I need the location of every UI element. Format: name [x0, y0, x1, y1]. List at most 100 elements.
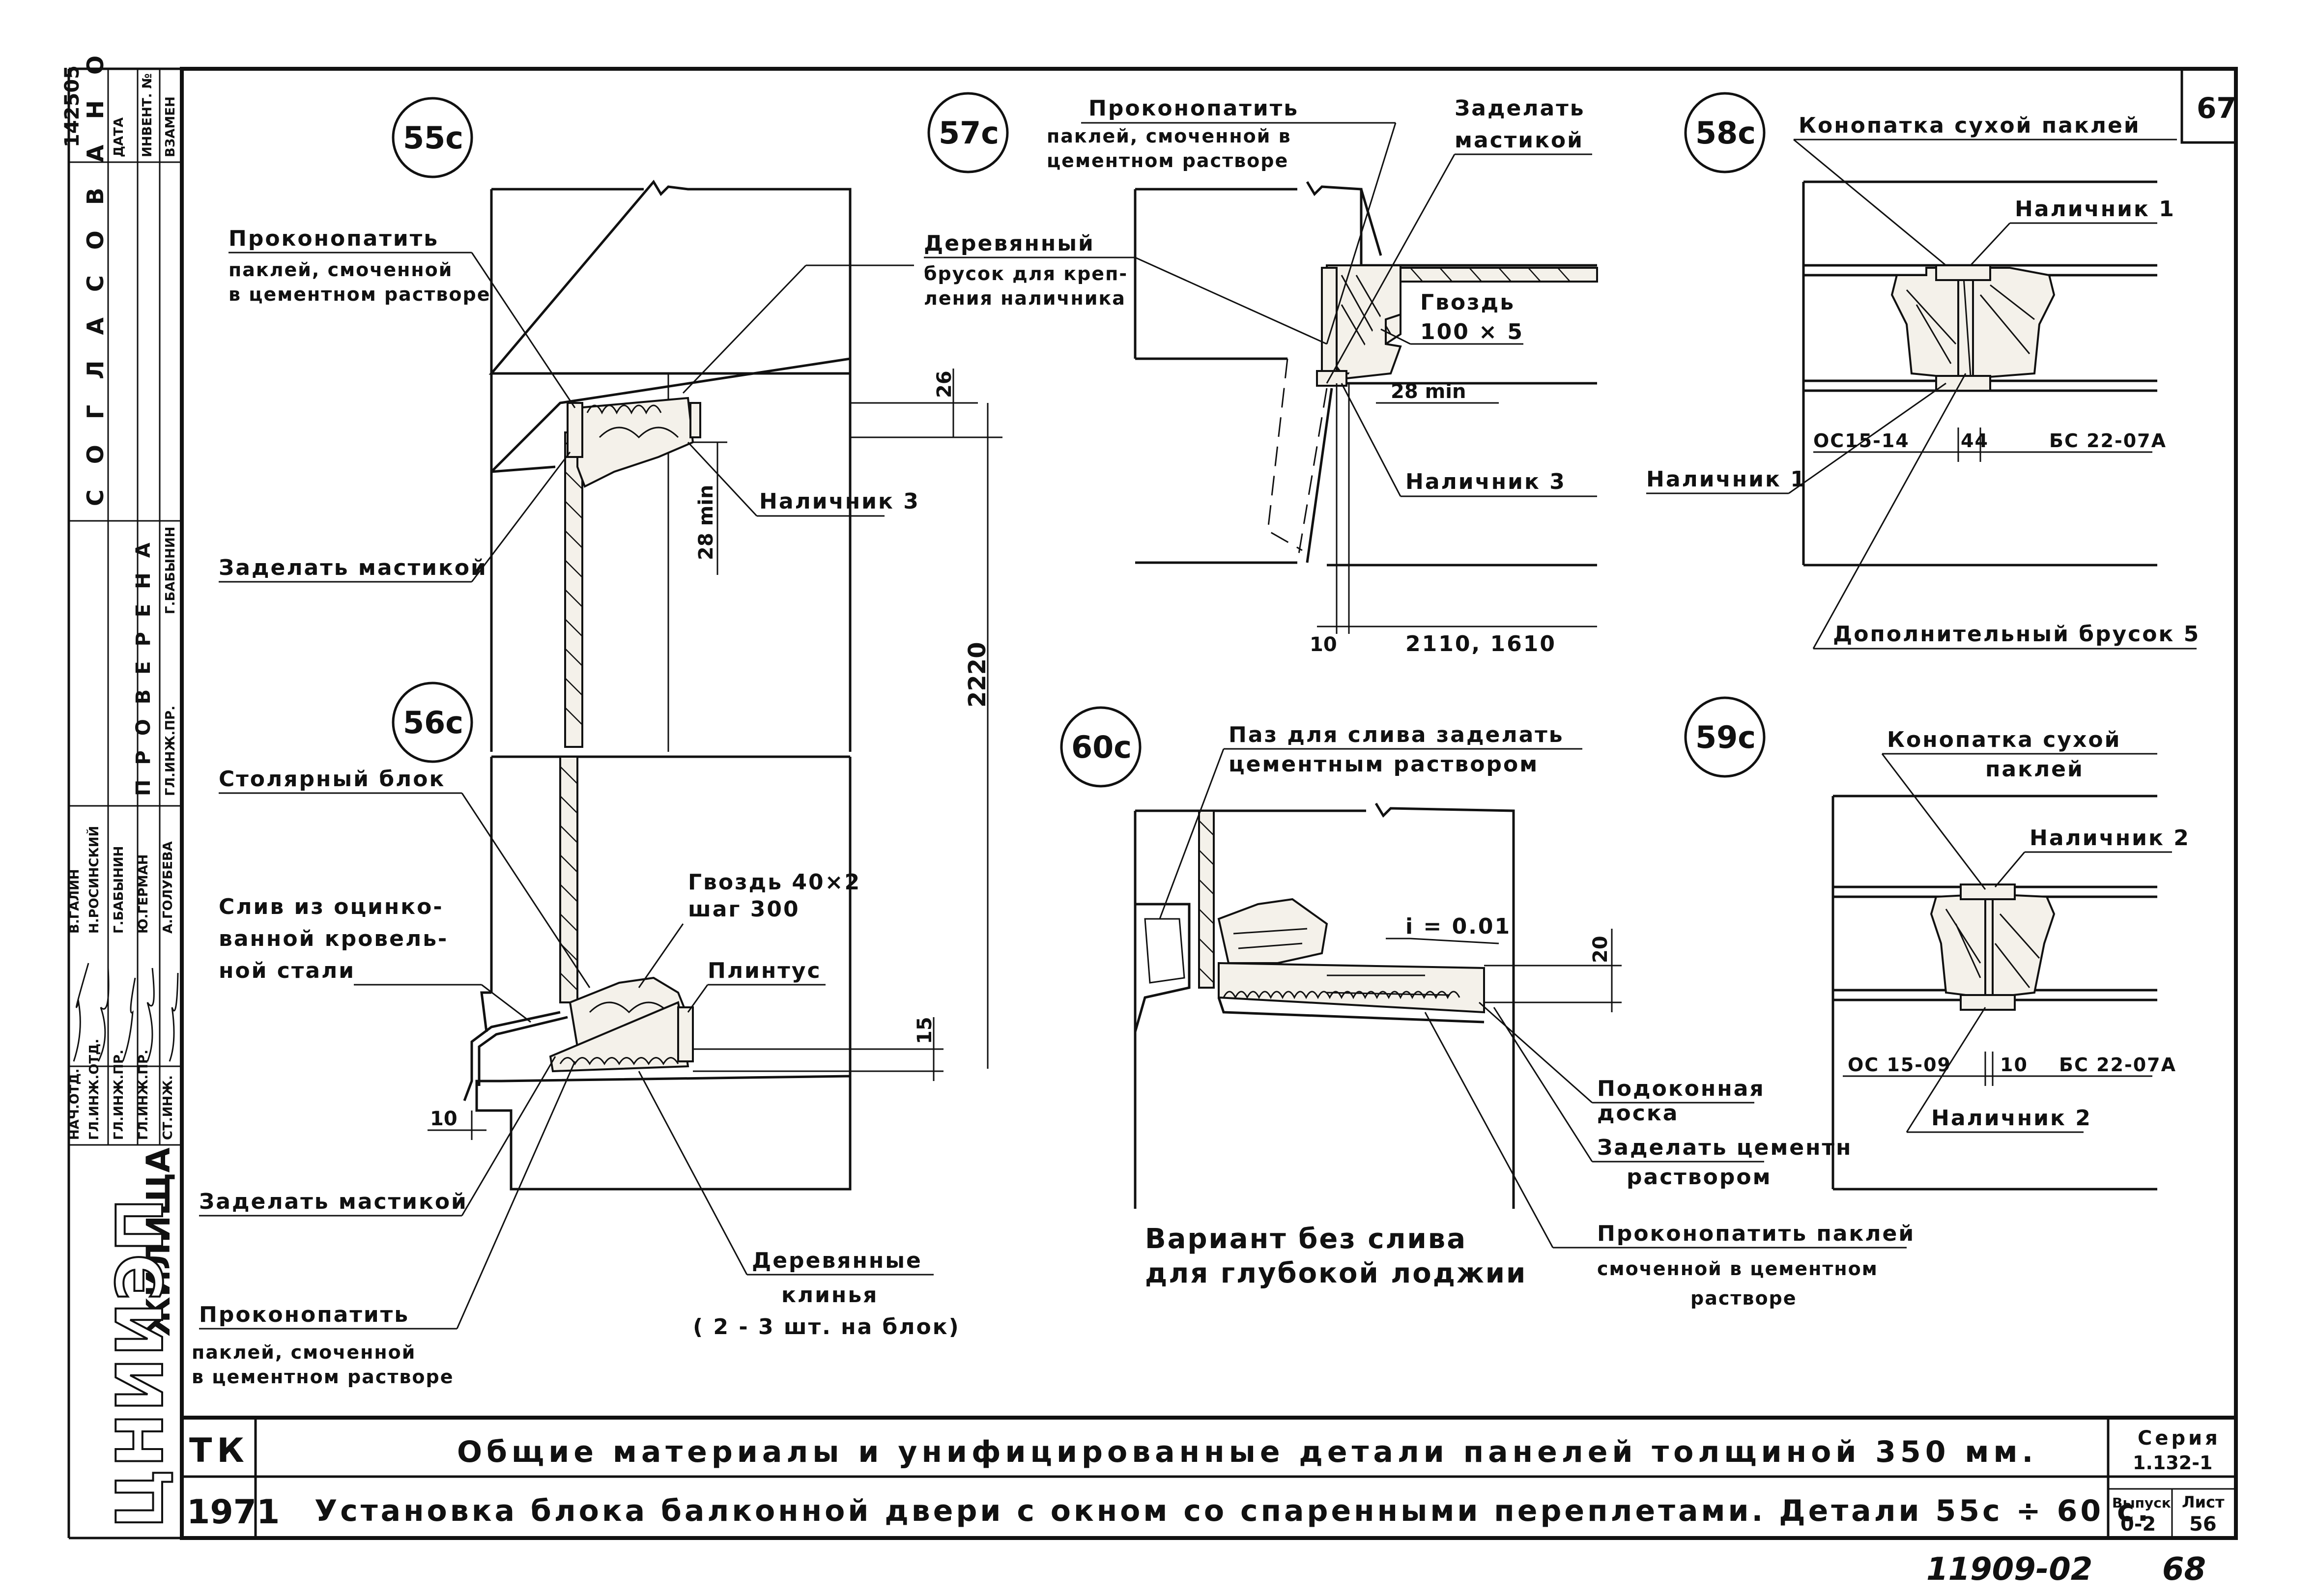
d58-right-code: БС 22-07А [2049, 430, 2167, 452]
title-line2: Установка блока балконной двери с окном … [315, 1494, 2151, 1528]
margin-top-number: 142505 [61, 65, 84, 147]
d56-dim-right: 15 [914, 1017, 936, 1044]
detail-55c-tag-circle [392, 97, 473, 178]
d57-caulk-3: цементном растворе [1047, 150, 1288, 171]
d56-wedges-1: Деревянные [752, 1248, 922, 1273]
sheet-frame [180, 67, 2238, 1540]
signature-0 [73, 963, 89, 1062]
detail-57c: 57с 10 2110, 1610 28 min Проконоп [924, 92, 1598, 656]
sheet-value: 56 [2189, 1513, 2217, 1536]
name-4: А.ГОЛУБЕВА [161, 841, 175, 934]
d56-wedges-3: ( 2 - 3 шт. на блок) [693, 1314, 960, 1340]
detail-60c-tag-circle [1060, 706, 1142, 788]
d60-sill-2: доска [1597, 1101, 1679, 1126]
d60-sill-1: Подоконная [1597, 1076, 1765, 1101]
detail-57c-tag-circle [927, 92, 1009, 173]
d56-mastic: Заделать мастикой [199, 1189, 468, 1214]
d57-caulk-2: паклей, смоченной в [1047, 125, 1291, 147]
d59-caulk-1: Конопатка сухой [1887, 727, 2121, 752]
d58-trim-top: Наличник 1 [2015, 197, 2175, 222]
d58-trim-left: Наличник 1 [1646, 467, 1807, 492]
series-value: 1.132-1 [2133, 1452, 2212, 1474]
d60-caulk-2: смоченной в цементном [1597, 1258, 1878, 1280]
sheet-number: 67 [2197, 91, 2236, 125]
margin-stamp: 142505 СОГЛАСОВАНО ДАТА ИНВЕНТ. № ВЗАМЕН… [61, 30, 182, 1529]
issue-label: Выпуск [2112, 1495, 2171, 1511]
d59-right-code: БС 22-07А [2059, 1054, 2176, 1076]
role-3: ГЛ.ИНЖ.ПР. [136, 1050, 151, 1140]
d60-groove-1: Паз для слива заделать [1229, 722, 1564, 747]
institute-name: ЖИЛИЩА [140, 1147, 177, 1337]
d56-wedges-2: клинья [781, 1282, 878, 1308]
d60-seal-1: Заделать цементн [1597, 1135, 1852, 1160]
d56-caulk-2: паклей, смоченной [192, 1341, 416, 1363]
name-0: В.ГАЛИН [67, 869, 82, 934]
detail-59c: 59с ОС 15-09 10 БС 22-07А Конопатка сухо… [1684, 696, 2189, 1191]
d60-slope: i = 0.01 [1405, 914, 1511, 939]
detail-60c: 60с i = 0.01 20 Паз для слива заделать ц… [1060, 706, 1914, 1309]
d55-caulk-3: в цементном растворе [229, 284, 491, 305]
d56-caulk-1: Проконопатить [199, 1302, 409, 1327]
title-block: ТК 1971 Общие материалы и унифицированны… [182, 1416, 2236, 1538]
d58-extra-bar: Дополнительный брусок 5 [1833, 622, 2200, 647]
d56-joinery: Столярный блок [219, 767, 445, 792]
d60-seal-2: раствором [1627, 1165, 1772, 1190]
d56-drip-1: Слив из оцинко- [219, 894, 444, 919]
signature-4 [169, 972, 179, 1062]
d60-dim: 20 [1589, 936, 1612, 963]
checked-col-1: Г.БАБЫНИН [163, 527, 178, 614]
detail-60c-tag: 60с [1071, 729, 1132, 765]
detail-57c-tag: 57с [939, 115, 999, 151]
d59-caulk-2: паклей [1985, 757, 2084, 782]
d55-dim-height: 2220 [964, 642, 991, 708]
sheet-label: Лист [2182, 1493, 2225, 1511]
d56-caulk-3: в цементном растворе [192, 1366, 454, 1388]
d55-min-dim: 28 min [695, 485, 717, 560]
d56-nail-1: Гвоздь 40×2 [688, 870, 861, 895]
d57-mastic-1: Заделать [1455, 96, 1585, 121]
d59-left-code: ОС 15-09 [1848, 1054, 1951, 1076]
signature-3 [146, 968, 155, 1062]
d57-bar-3: ления наличника [924, 287, 1126, 309]
d60-variant-1: Вариант без слива [1145, 1223, 1467, 1255]
sheet-number-box [2180, 67, 2237, 144]
role-0: НАЧ.ОТД. [67, 1068, 82, 1140]
detail-59c-tag: 59с [1695, 719, 1756, 755]
d59-trim-bottom: Наличник 2 [1931, 1106, 2092, 1131]
d56-drip-2: ванной кровель- [219, 926, 448, 951]
d55-trim: Наличник 3 [759, 489, 920, 514]
d57-bar-2: брусок для креп- [924, 263, 1128, 285]
d58-left-code: ОС15-14 [1813, 430, 1910, 452]
checked-title: ПРОВЕРЕНА [132, 528, 155, 796]
role-1: ГЛ.ИНЖ.ОТД. [87, 1039, 102, 1140]
name-1: Н.РОСИНСКИЙ [86, 826, 102, 934]
issue-value: 0-2 [2120, 1513, 2156, 1536]
d56-dim-left: 10 [430, 1108, 457, 1130]
registry-col-1: ИНВЕНТ. № [140, 73, 155, 157]
detail-58c: 58с ОС15-14 44 БС 22-07А Конопатка сухой… [1646, 92, 2200, 650]
detail-56c-tag-circle [392, 682, 473, 763]
code-top: ТК [189, 1431, 249, 1470]
d55-caulk-2: паклей, смоченной [229, 259, 453, 281]
d55-dim-top: 26 [933, 370, 956, 398]
d57-caulk-1: Проконопатить [1088, 96, 1299, 121]
checked-col-0: ГЛ.ИНЖ.ПР. [163, 706, 178, 796]
d57-min-dim: 28 min [1391, 380, 1466, 403]
detail-55c: 55с 26 2220 28 min [219, 97, 1002, 1069]
d56-drip-3: ной стали [219, 958, 355, 983]
d56-nail-2: шаг 300 [688, 897, 800, 922]
d55-caulk-1: Проконопатить [229, 226, 439, 251]
signature-2 [122, 977, 136, 1062]
role-2: ГЛ.ИНЖ.ПР. [112, 1050, 126, 1140]
d57-trim: Наличник 3 [1405, 469, 1566, 494]
d60-variant-2: для глубокой лоджии [1145, 1257, 1527, 1289]
d57-mastic-2: мастикой [1455, 128, 1584, 153]
year: 1971 [187, 1493, 280, 1532]
registry-col-2: ВЗАМЕН [163, 96, 178, 157]
page-number: 68 [2162, 1551, 2206, 1588]
d57-dim-sizes: 2110, 1610 [1405, 631, 1556, 656]
d57-nail-2: 100 × 5 [1420, 319, 1524, 344]
name-3: Ю.ГЕРМАН [136, 854, 151, 934]
d55-mastic: Заделать мастикой [219, 555, 487, 580]
